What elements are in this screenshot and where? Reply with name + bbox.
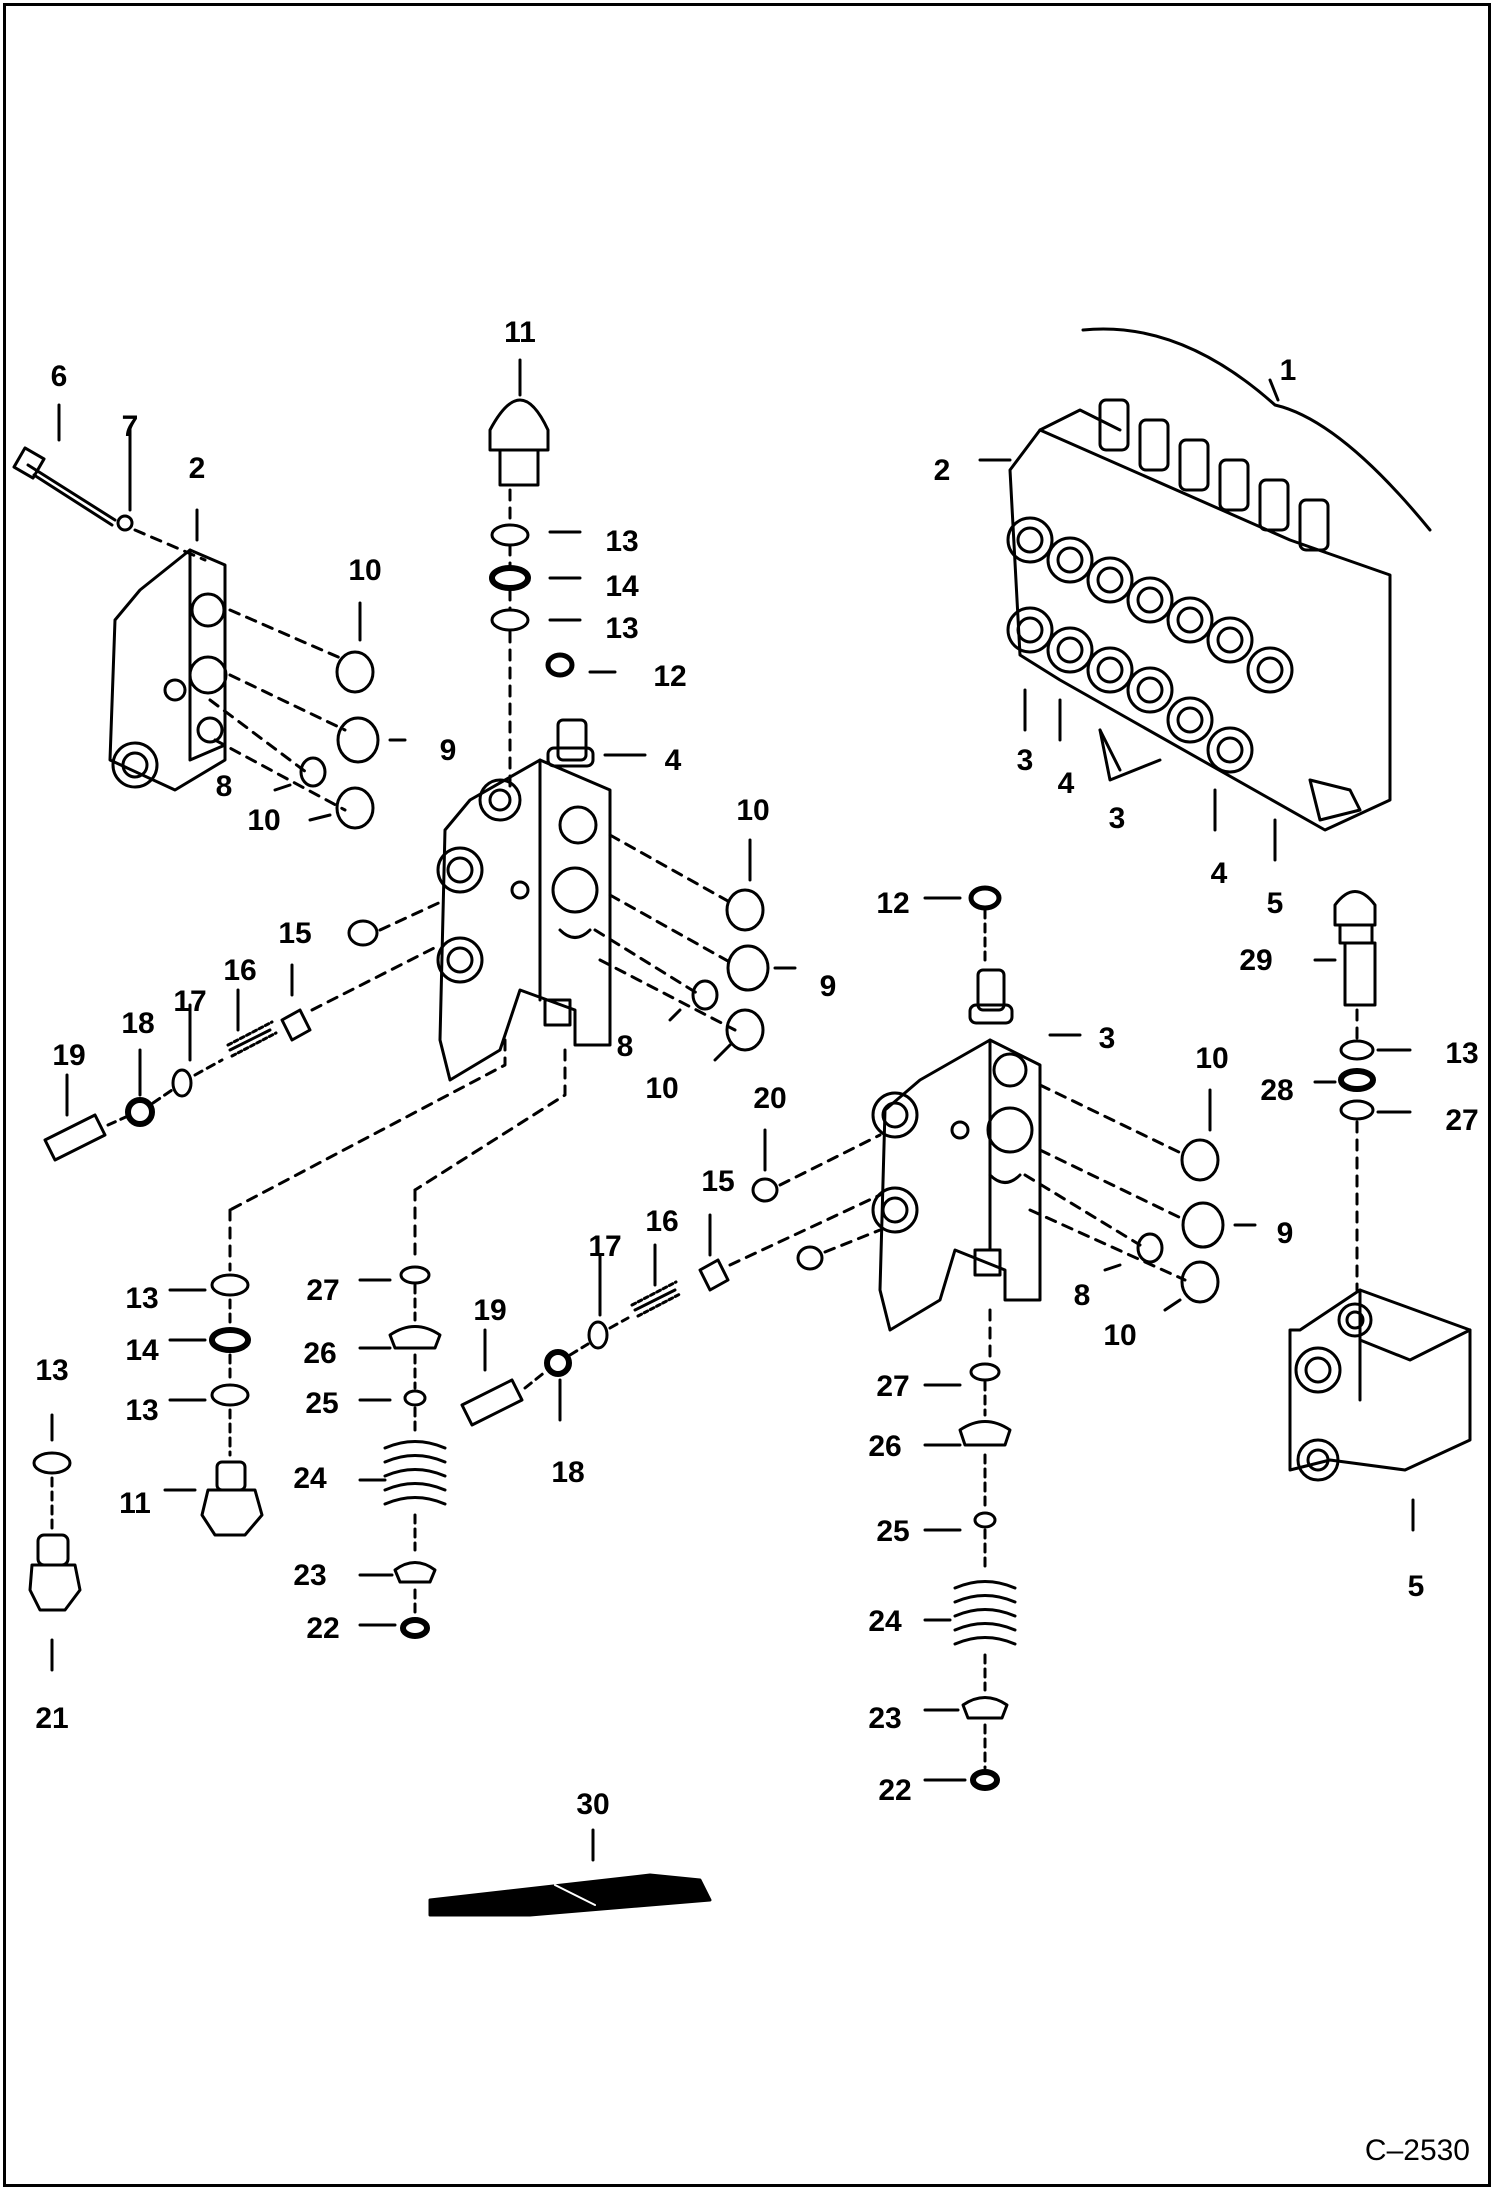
callout-11-top: 11 xyxy=(504,316,536,349)
callout-13-c: 13 xyxy=(125,1282,158,1315)
callout-11-bottom: 11 xyxy=(119,1487,151,1520)
callout-18-b: 18 xyxy=(551,1456,584,1489)
callout-24-b: 24 xyxy=(868,1605,902,1638)
callout-4-assembly: 4 xyxy=(1058,767,1075,800)
callout-21: 21 xyxy=(35,1702,68,1735)
callout-25-a: 25 xyxy=(305,1387,338,1420)
callout-12-b: 12 xyxy=(876,887,909,920)
callout-9-a: 9 xyxy=(440,734,457,767)
callout-26-b: 26 xyxy=(868,1430,901,1463)
callout-22-a: 22 xyxy=(306,1612,339,1645)
spring-stack-right-illustration xyxy=(923,1362,1017,1791)
callout-23-a: 23 xyxy=(293,1559,326,1592)
callout-26-a: 26 xyxy=(303,1337,336,1370)
callout-24-a: 24 xyxy=(293,1462,327,1495)
callout-7: 7 xyxy=(122,410,139,443)
callout-8-c: 8 xyxy=(1074,1279,1091,1312)
callout-16-a: 16 xyxy=(223,954,256,987)
callout-12-a: 12 xyxy=(653,660,686,693)
callout-20: 20 xyxy=(753,1082,786,1115)
callout-15-a: 15 xyxy=(278,917,311,950)
callout-2-assembly: 2 xyxy=(934,454,951,487)
valve-section-4-illustration xyxy=(43,718,797,1212)
callout-17-a: 17 xyxy=(173,985,206,1018)
callout-10-e: 10 xyxy=(1195,1042,1228,1075)
callout-3-assembly: 3 xyxy=(1017,744,1034,777)
callout-8-a: 8 xyxy=(216,770,233,803)
callout-14-b: 14 xyxy=(125,1334,159,1367)
callout-19-a: 19 xyxy=(52,1039,85,1072)
callout-2: 2 xyxy=(189,452,206,485)
callout-5-assembly: 5 xyxy=(1267,887,1284,920)
callout-3: 3 xyxy=(1099,1022,1116,1055)
callout-15-b: 15 xyxy=(701,1165,734,1198)
assembled-valve-illustration xyxy=(978,327,1432,862)
callout-4: 4 xyxy=(665,744,682,777)
callout-9-c: 9 xyxy=(1277,1217,1294,1250)
callout-16-b: 16 xyxy=(645,1205,678,1238)
callout-25-b: 25 xyxy=(876,1515,909,1548)
callout-28: 28 xyxy=(1260,1074,1293,1107)
callout-23-b: 23 xyxy=(868,1702,901,1735)
port-relief-stack-illustration xyxy=(28,1208,264,1672)
callout-27-c: 27 xyxy=(1445,1104,1478,1137)
callout-30: 30 xyxy=(576,1788,609,1821)
callout-10-c: 10 xyxy=(736,794,769,827)
callout-5: 5 xyxy=(1408,1570,1425,1603)
callout-19-b: 19 xyxy=(473,1294,506,1327)
callout-3-assembly-b: 3 xyxy=(1109,802,1126,835)
callout-13-f: 13 xyxy=(1445,1037,1478,1070)
callout-6: 6 xyxy=(51,360,68,393)
callout-10-d: 10 xyxy=(645,1072,678,1105)
figure-code: C–2530 xyxy=(1364,2134,1470,2167)
callout-18-a: 18 xyxy=(121,1007,154,1040)
callout-4-assembly-b: 4 xyxy=(1211,857,1228,890)
callout-13-a: 13 xyxy=(605,525,638,558)
callout-14-a: 14 xyxy=(605,570,639,603)
spring-stack-left-illustration xyxy=(358,1188,447,1639)
callout-labels: 1 2 3 4 3 4 5 6 7 2 10 9 8 10 11 13 14 1… xyxy=(35,316,1478,1821)
callout-17-b: 17 xyxy=(588,1230,621,1263)
main-relief-stack-illustration xyxy=(488,358,617,792)
valve-section-3-illustration xyxy=(460,885,1257,1427)
callout-22-b: 22 xyxy=(878,1774,911,1807)
seal-kit-packet-illustration xyxy=(428,1828,712,1917)
callout-29: 29 xyxy=(1239,944,1272,977)
callout-8-b: 8 xyxy=(617,1030,634,1063)
callout-13-e: 13 xyxy=(35,1354,68,1387)
callout-13-d: 13 xyxy=(125,1394,158,1427)
inlet-end-plate-illustration xyxy=(12,403,407,830)
callout-27-b: 27 xyxy=(876,1370,909,1403)
callout-13-b: 13 xyxy=(605,612,638,645)
outlet-section-illustration xyxy=(1288,890,1472,1532)
callout-10-a: 10 xyxy=(348,554,381,587)
callout-10-b: 10 xyxy=(247,804,280,837)
drawing-frame xyxy=(3,3,1491,2187)
callout-10-f: 10 xyxy=(1103,1319,1136,1352)
callout-27-a: 27 xyxy=(306,1274,339,1307)
callout-1: 1 xyxy=(1280,354,1297,387)
callout-9-b: 9 xyxy=(820,970,837,1003)
